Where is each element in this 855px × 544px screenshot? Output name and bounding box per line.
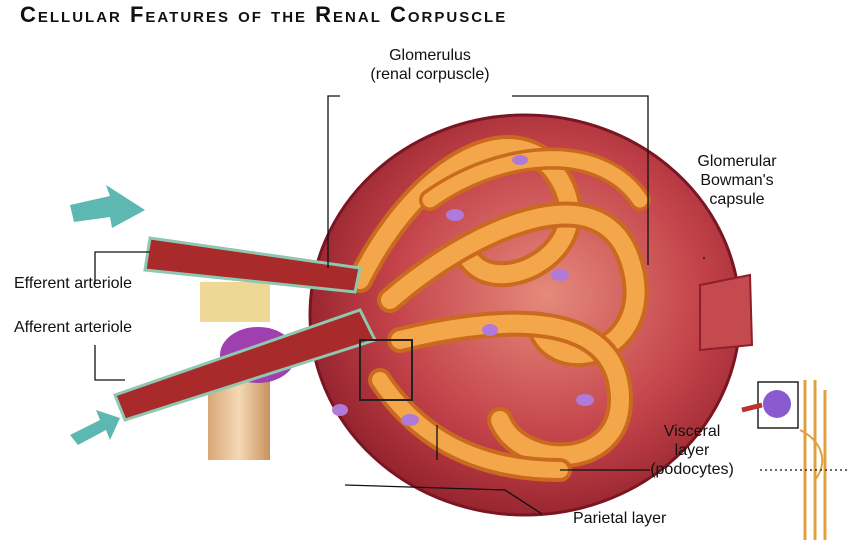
glomerulus-line2: (renal corpuscle)	[355, 65, 505, 84]
capsule-line3: capsule	[682, 190, 792, 209]
label-efferent-arteriole: Efferent arteriole	[14, 274, 132, 293]
label-bowmans-capsule: Glomerular Bowman's capsule	[682, 152, 792, 209]
label-parietal-layer: Parietal layer	[573, 509, 666, 528]
visceral-line2: layer	[632, 441, 752, 460]
juxtaglomerular-cells	[200, 282, 270, 322]
outflow-arrow	[70, 185, 145, 228]
visceral-line1: Visceral	[632, 422, 752, 441]
visceral-line3: (podocytes)	[632, 460, 752, 479]
capsule-line2: Bowman's	[682, 171, 792, 190]
label-visceral-layer: Visceral layer (podocytes)	[632, 422, 752, 479]
inset-nephron	[742, 380, 825, 540]
glomerulus-line1: Glomerulus	[355, 46, 505, 65]
capsule-line1: Glomerular	[682, 152, 792, 171]
label-afferent-arteriole: Afferent arteriole	[14, 318, 132, 337]
inflow-arrow	[70, 410, 120, 445]
tubule-outlet	[700, 275, 752, 350]
label-glomerulus: Glomerulus (renal corpuscle)	[355, 46, 505, 84]
